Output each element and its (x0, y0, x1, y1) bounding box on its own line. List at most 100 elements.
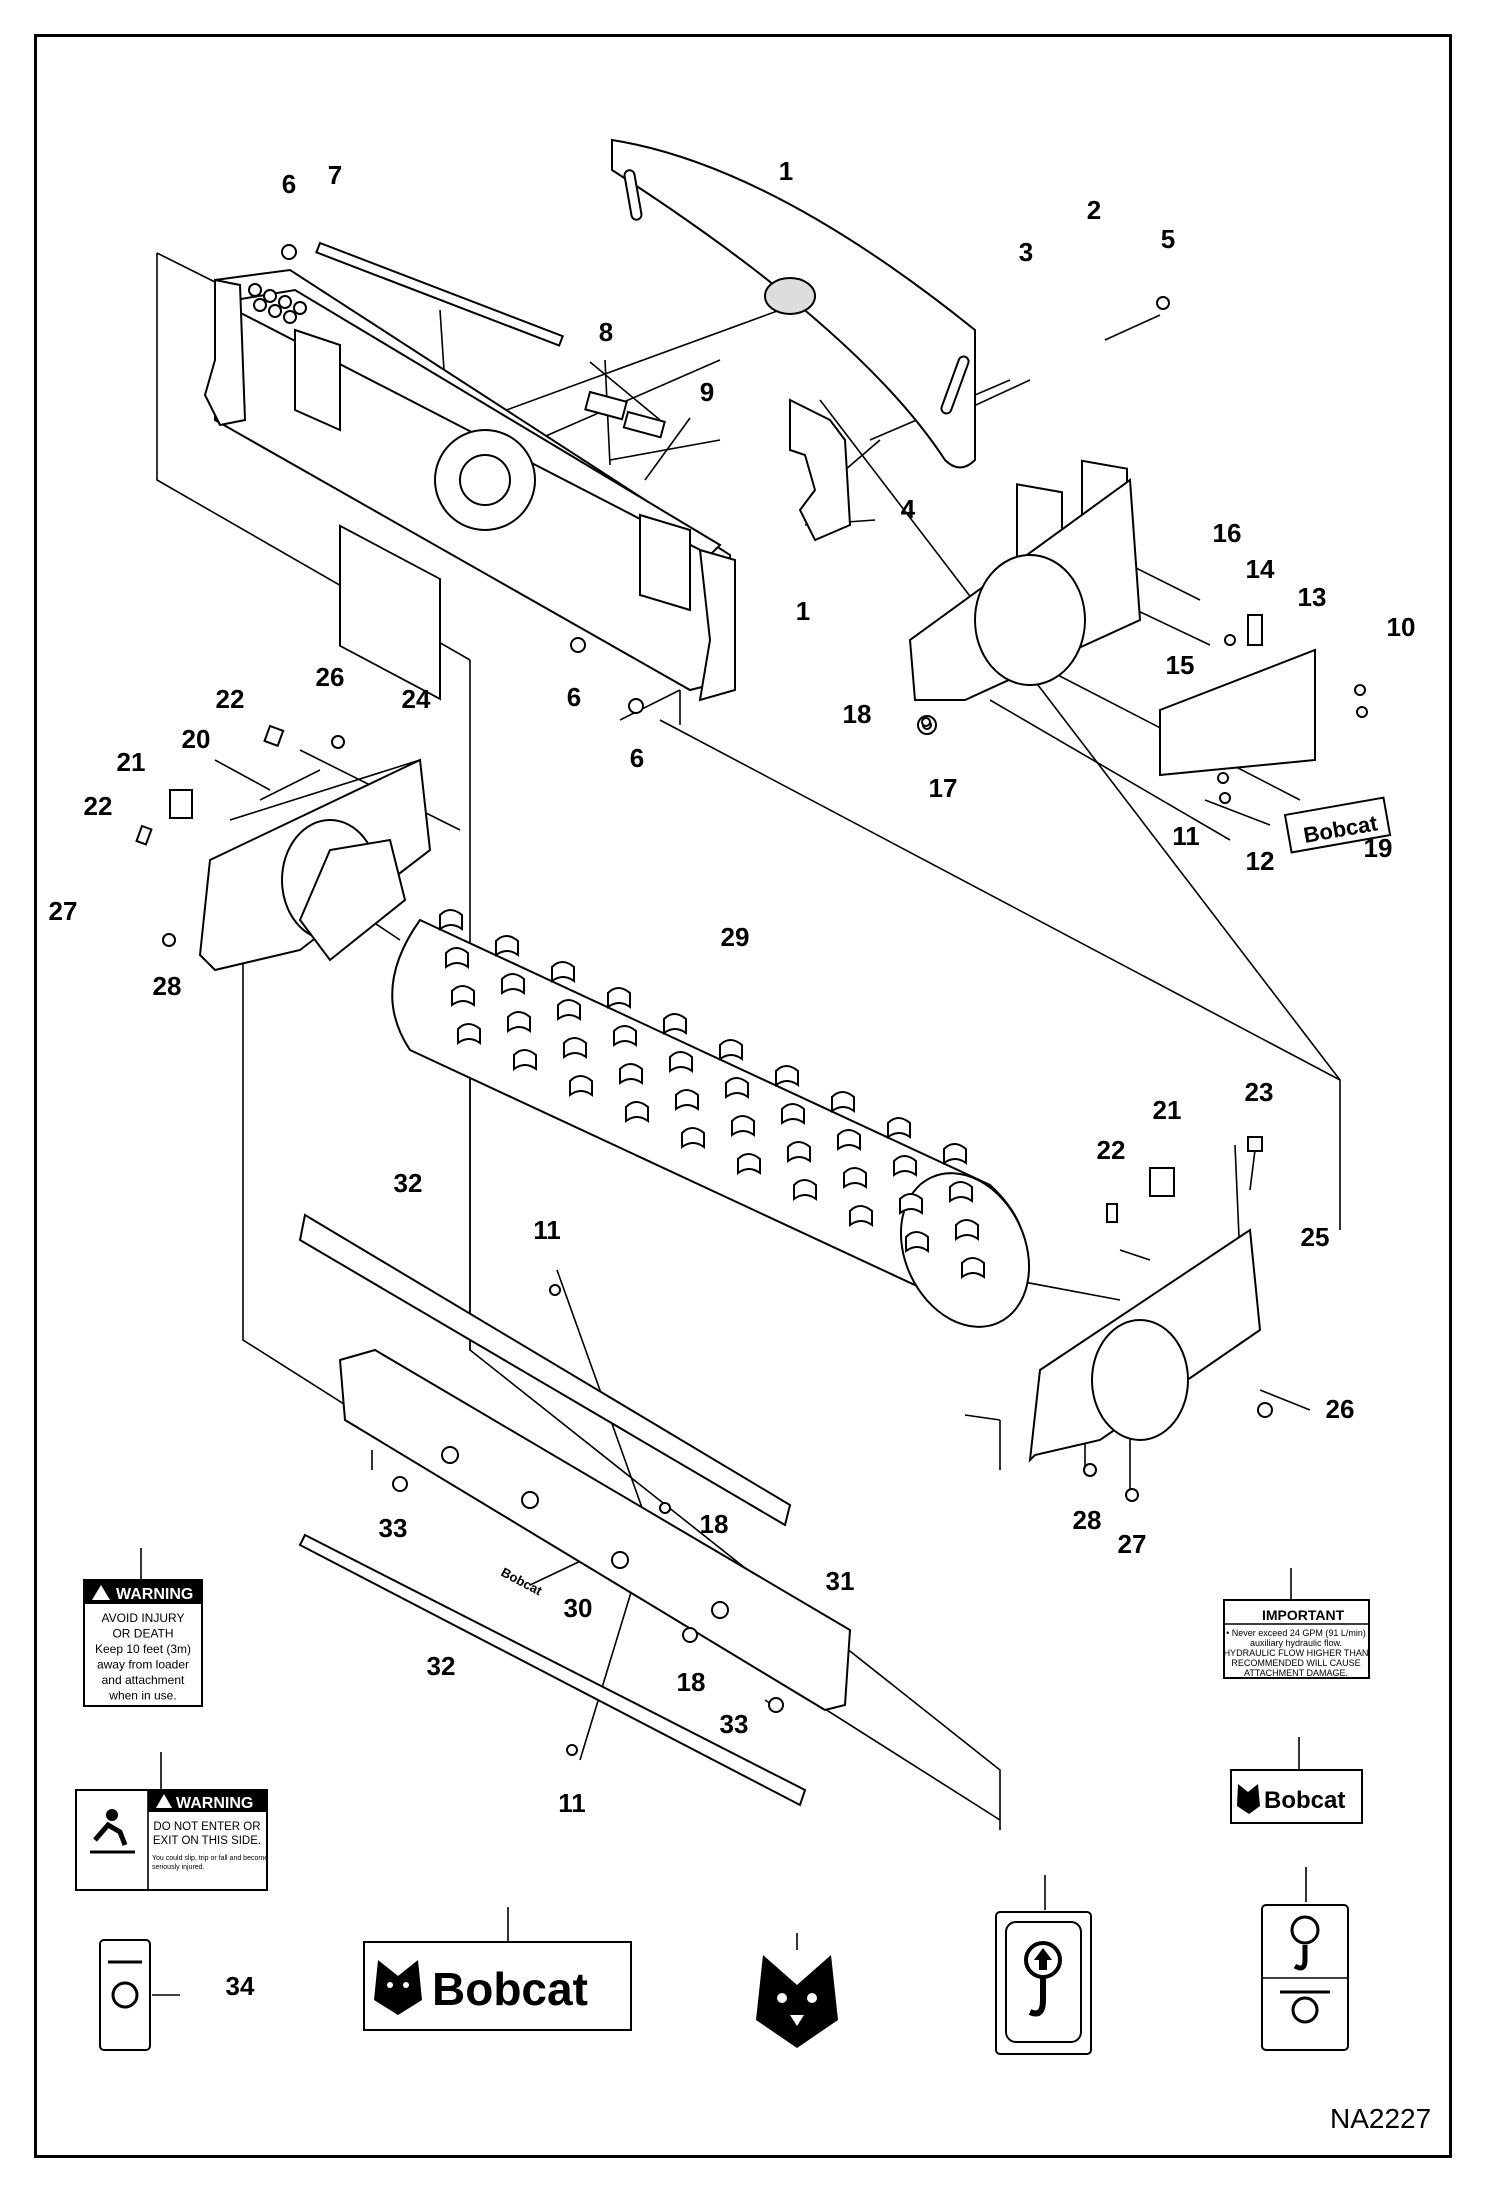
drum-lug (563, 1037, 587, 1059)
callout-22: 22 (84, 791, 113, 821)
decal-9-small-line: You could slip, trip or fall and become (152, 1855, 268, 1862)
drum-lug (669, 1051, 693, 1073)
drum-lug (831, 1091, 855, 1113)
drum-lug (719, 1039, 743, 1061)
decal-22-lift-tie (1261, 1867, 1349, 2051)
decal-7-strip (315, 241, 565, 347)
drawing-number: NA2227 (1330, 2103, 1431, 2134)
callout-7: 7 (328, 160, 342, 190)
drum (391, 909, 1031, 1328)
drum-lug (787, 1141, 811, 1163)
callout-23: 23 (1245, 1077, 1274, 1107)
d9lines-line: EXIT ON THIS SIDE. (153, 1835, 261, 1847)
drum-lug (681, 1127, 705, 1149)
decal-23-small (1247, 1136, 1263, 1152)
decal-9-warning: WARNING DO NOT ENTER OR EXIT ON THIS SIDE… (75, 1752, 268, 1891)
callout-33: 33 (379, 1513, 408, 1543)
bobcat-head-icon (374, 1960, 422, 2015)
top-shield (611, 138, 976, 469)
d21lines-line: AVOID INJURY (102, 1611, 185, 1625)
drum-lug (513, 1049, 537, 1071)
lift-hook-icon (1024, 1941, 1062, 2017)
callout-11: 11 (558, 1788, 586, 1818)
drum-lug (775, 1065, 799, 1087)
drum-lug (725, 1077, 749, 1099)
d21lines-line: away from loader (97, 1658, 189, 1672)
decal-19-text: Bobcat (432, 1963, 588, 2015)
bolt-block (248, 283, 307, 324)
drum-lug (961, 1257, 985, 1279)
drum-lug (557, 999, 581, 1021)
callout-20: 20 (182, 724, 211, 754)
drum-lug (837, 1129, 861, 1151)
decal-21-header: WARNING (116, 1586, 193, 1603)
d9lines-line: DO NOT ENTER OR (153, 1821, 260, 1833)
decal-30-bobcat: Bobcat (1230, 1737, 1363, 1824)
callout-16: 16 (1213, 518, 1242, 548)
callout-2: 2 (1087, 195, 1101, 225)
callout-3: 3 (1019, 237, 1033, 267)
callout-1: 1 (796, 596, 810, 626)
drum-lug (439, 909, 463, 931)
callout-27: 27 (1118, 1529, 1147, 1559)
callout-31: 31 (826, 1566, 855, 1596)
drum-lug (731, 1115, 755, 1137)
callout-25: 25 (1301, 1222, 1330, 1252)
decal-8-header: IMPORTANT (1262, 1607, 1345, 1623)
decal-21-right (1149, 1167, 1175, 1197)
callout-18: 18 (843, 699, 872, 729)
callout-numbers: 1123456667891011111112131415161718181819… (49, 156, 1416, 2001)
decal-22-right (1106, 1203, 1118, 1223)
drum-lug (781, 1103, 805, 1125)
decal-20-bobcat-head (756, 1933, 838, 2048)
decal-9-small-line: seriously injured. (152, 1864, 205, 1871)
callout-11: 11 (1172, 821, 1200, 851)
drum-lug (625, 1101, 649, 1123)
drum-lug (849, 1205, 873, 1227)
callout-9: 9 (700, 377, 714, 407)
callout-21: 21 (1153, 1095, 1182, 1125)
drum-lug (495, 935, 519, 957)
tie-down-icon (1280, 1990, 1330, 2024)
fasteners (162, 244, 1368, 1756)
callout-10: 10 (1387, 612, 1416, 642)
drum-lug (663, 1013, 687, 1035)
scraper-beam (338, 1348, 852, 1712)
callout-28: 28 (153, 971, 182, 1001)
parts: Bobcat Bobcat (135, 138, 1392, 1807)
drum-lug (793, 1179, 817, 1201)
drum-lug (675, 1089, 699, 1111)
callout-5: 5 (1161, 224, 1175, 254)
decal-9-header: WARNING (176, 1795, 253, 1812)
drum-lug (507, 1011, 531, 1033)
comb-bar-upper (298, 1213, 792, 1527)
decal-34-tie-down (99, 1939, 180, 2051)
d8lines-line: • Never exceed 24 GPM (91 L/min) (1226, 1628, 1366, 1638)
callout-27: 27 (49, 896, 78, 926)
drum-lug (905, 1231, 929, 1253)
comb-bar-lower (298, 1533, 807, 1807)
d8lines-line: RECOMMENDED WILL CAUSE (1231, 1658, 1360, 1668)
callout-26: 26 (316, 662, 345, 692)
decal-19-bobcat: Bobcat (363, 1907, 632, 2031)
callout-11: 11 (533, 1215, 561, 1245)
drum-lug (451, 985, 475, 1007)
callout-32: 32 (394, 1168, 423, 1198)
decal-19-small (1283, 796, 1392, 854)
callout-19: 19 (1364, 833, 1393, 863)
bobcat-head-icon (1237, 1784, 1260, 1814)
callout-8: 8 (599, 317, 613, 347)
callout-32: 32 (427, 1651, 456, 1681)
callout-34: 34 (226, 1971, 255, 2001)
drum-lug (501, 973, 525, 995)
callout-18: 18 (700, 1509, 729, 1539)
d21lines-line: when in use. (108, 1689, 176, 1703)
svg-text:Bobcat: Bobcat (499, 1564, 546, 1598)
drum-lug (943, 1143, 967, 1165)
drum-lug (843, 1167, 867, 1189)
drum-lug (893, 1155, 917, 1177)
main-frame (203, 268, 736, 702)
bracket-4 (789, 398, 852, 542)
drum-lug (551, 961, 575, 983)
